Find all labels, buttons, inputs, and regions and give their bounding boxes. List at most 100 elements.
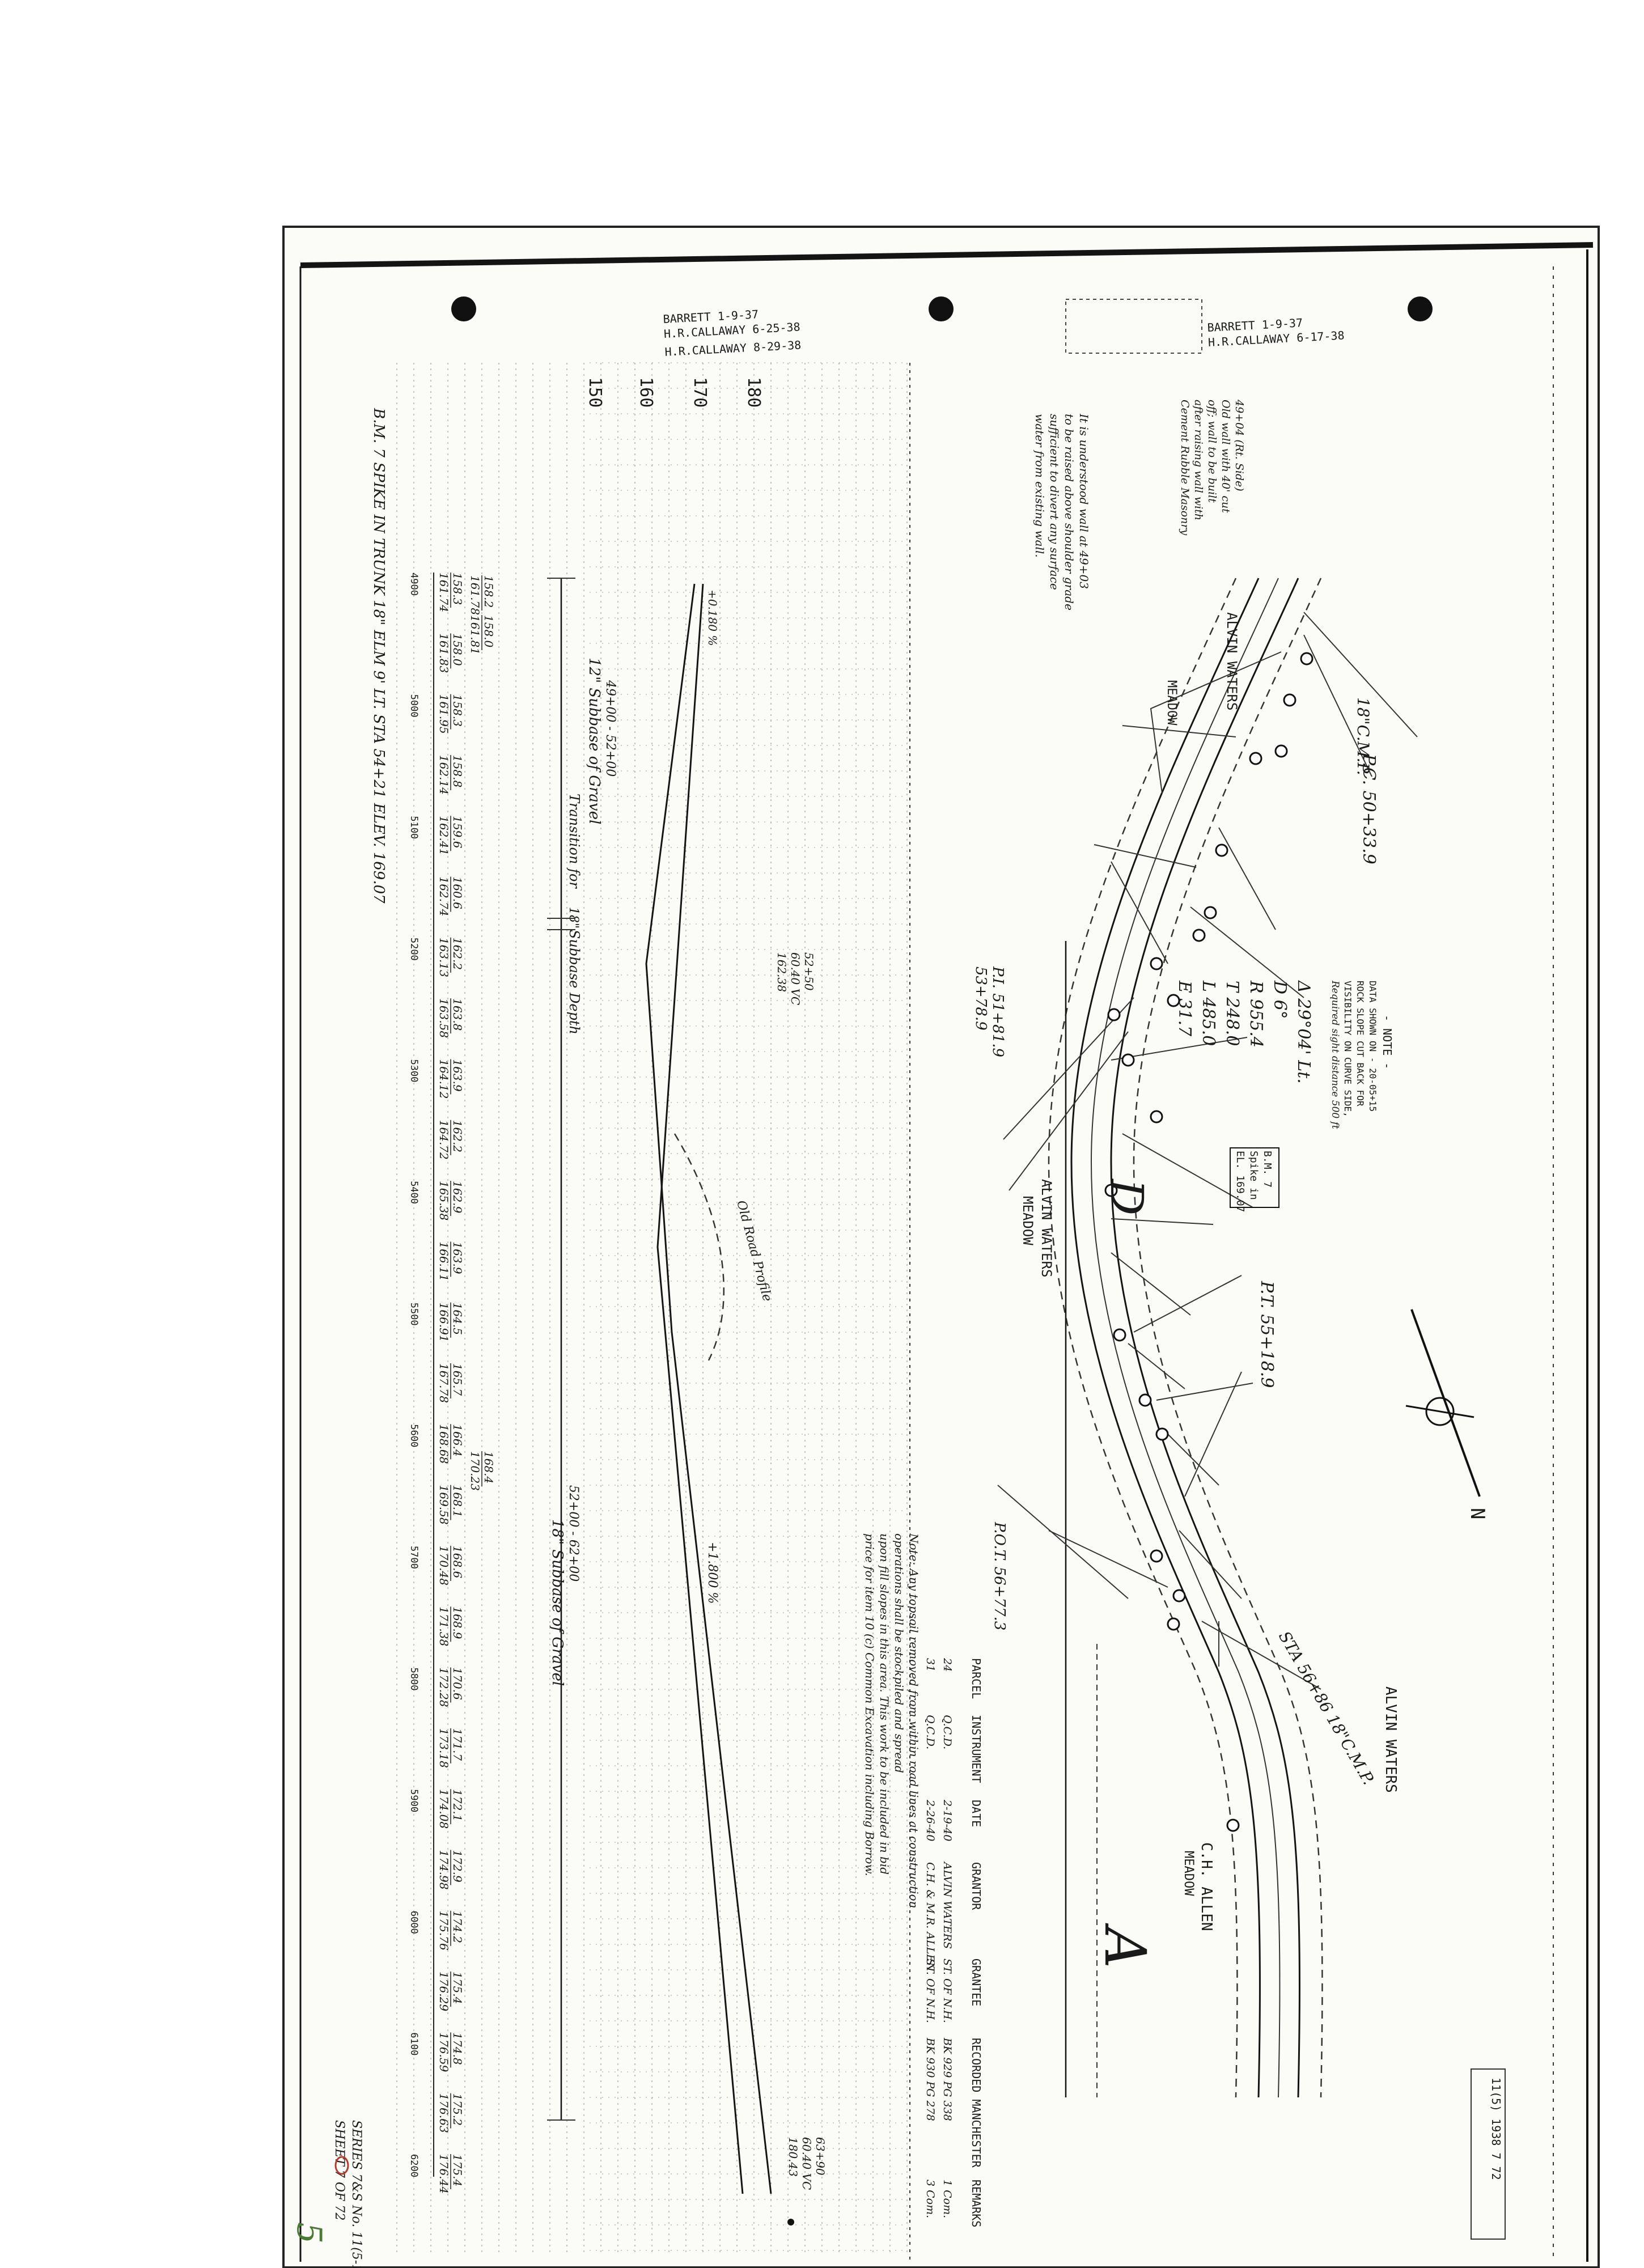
table-header: GRANTOR: [969, 1862, 983, 1910]
grade-existing: 176.29: [437, 1972, 451, 2011]
grade-finished: 172.1: [451, 1789, 464, 1821]
side-existing: 170.23: [468, 1451, 482, 1491]
grade-finished: 166.4: [451, 1424, 464, 1456]
owner-meadow-2: MEADOW: [1020, 1196, 1036, 1245]
grade-existing: 169.58: [437, 1485, 451, 1525]
station-tick-label: 4900: [408, 573, 420, 596]
grade-finished: 162.2: [451, 938, 464, 970]
bm-line: EL. 169.07: [1234, 1151, 1246, 1212]
table-header: PARCEL: [969, 1658, 983, 1699]
station-tick-label: 5900: [408, 1789, 420, 1812]
station-tick-label: 5200: [408, 938, 420, 961]
profile-lines: [547, 578, 794, 2225]
table-cell: ST. OF N.H.: [924, 1958, 937, 2023]
bm-footer-line: B.M. 7 SPIKE IN TRUNK 18" ELM 9' LT. STA…: [370, 408, 387, 904]
grade-existing: 166.11: [437, 1241, 451, 1281]
grade-finished: 168.6: [451, 1546, 464, 1579]
grade-finished: 168.9: [451, 1606, 464, 1639]
grade-columns: 158.3161.74158.0161.83158.3161.95158.816…: [437, 573, 464, 2194]
table-cell: Q.C.D.: [941, 1715, 954, 1749]
grade-existing: 164.12: [437, 1059, 451, 1099]
side-existing: 161.78: [468, 575, 482, 615]
table-cell: ST. OF N.H.: [941, 1958, 954, 2023]
grade-right: +1.800 %: [705, 1542, 719, 1604]
vpi-line: 162.38: [775, 952, 789, 992]
wall-note: 49+04 (Rt. Side) Old wall with 40' cut o…: [1033, 399, 1245, 611]
grade-finished: 175.4: [451, 2154, 464, 2186]
side-existing: 161.81: [468, 615, 482, 655]
grade-existing: 171.38: [437, 1606, 451, 1646]
wall-note-line: Old wall with 40' cut: [1219, 400, 1232, 513]
table-cell: ALVIN WATERS: [941, 1861, 954, 1949]
curve-note-title: - NOTE -: [1380, 1015, 1394, 1069]
table-cell: 31: [924, 1658, 937, 1672]
curve-radius: R 955.4: [1246, 980, 1266, 1048]
table-cell: Q.C.D.: [924, 1715, 937, 1749]
remark-line: Note: Any topsoil removed from within ro…: [907, 1533, 921, 1908]
curve-note-line: Required sight distance 500 ft: [1329, 980, 1341, 1129]
grade-existing: 170.48: [437, 1546, 451, 1586]
owner-ch-allen-meadow: MEADOW: [1181, 1851, 1196, 1896]
pt-station: P.T. 55+18.9: [1257, 1281, 1277, 1388]
bm-line: B.M. 7: [1261, 1151, 1273, 1188]
grade-finished: 158.3: [451, 694, 464, 727]
vpi-line: 52+50: [802, 952, 816, 991]
grade-existing: 168.68: [437, 1424, 451, 1464]
grade-left: +0.180 %: [706, 590, 719, 646]
vpi-line: 60.40 VC: [789, 952, 802, 1005]
station-tick-label: 6100: [408, 2032, 420, 2055]
station-tick-label: 5300: [408, 1059, 420, 1082]
remark-line: price for item 10 (c) Common Excavation …: [863, 1533, 876, 1876]
grade-existing: 167.78: [437, 1363, 451, 1403]
curve-note-line: DATA SHOWN ON - 20-05+15: [1367, 981, 1378, 1112]
grade-existing: 161.74: [437, 573, 451, 612]
curve-delta: Δ 29°04' Lt.: [1294, 980, 1313, 1084]
pot-station: P.O.T. 56+77.3: [991, 1521, 1008, 1630]
grade-finished: 174.8: [451, 2032, 464, 2064]
elev-150: 150: [585, 377, 605, 408]
table-cell: 1 Com.: [941, 2180, 954, 2218]
curve-length: L 485.0: [1198, 980, 1218, 1046]
vpi-right-line: 63+90: [813, 2137, 827, 2176]
curve-external: E 31.7: [1175, 980, 1194, 1037]
stamp-box: [1065, 299, 1202, 354]
table-header: GRANTEE: [969, 1958, 983, 2006]
wall-note-line: Cement Rubble Masonry: [1179, 400, 1191, 535]
subbase-note-2: Subbase Depth: [566, 930, 582, 1035]
grade-existing: 176.44: [437, 2154, 451, 2194]
grade-finished: 174.2: [451, 1911, 464, 1943]
wall-note-line: after raising wall with: [1192, 400, 1205, 520]
grade-finished: 158.8: [451, 755, 464, 787]
elev-180: 180: [744, 377, 764, 408]
grade-finished: 159.6: [451, 816, 464, 849]
table-header: DATE: [969, 1800, 983, 1827]
grade-existing: 174.08: [437, 1789, 451, 1829]
elev-170: 170: [690, 377, 710, 408]
grade-finished: 175.2: [451, 2093, 464, 2126]
bench-mark-box: B.M. 7 Spike in EL. 169.07: [1230, 1147, 1279, 1212]
grade-existing: 161.95: [437, 694, 451, 734]
vpi-right-line: 180.43: [786, 2137, 800, 2177]
table-row: 31 Q.C.D. 2-26-40 C.H. & M.R. ALLEN ST. …: [924, 1658, 937, 2218]
grade-finished: 163.9: [451, 1059, 464, 1092]
binder-hole: [929, 296, 954, 321]
plan-view: N: [997, 578, 1489, 2098]
grade-existing: 174.98: [437, 1850, 451, 1889]
remark-line: operations shall be stockpiled and sprea…: [892, 1533, 906, 1773]
grade-existing: 161.83: [437, 633, 451, 673]
owner-labels: ALVIN WATERS MEADOW ALVIN WATERS MEADOW …: [1020, 612, 1399, 1931]
curve-tangent: T 248.0: [1222, 981, 1242, 1046]
subbase-range-1: 49+00 - 52+00: [603, 680, 617, 777]
